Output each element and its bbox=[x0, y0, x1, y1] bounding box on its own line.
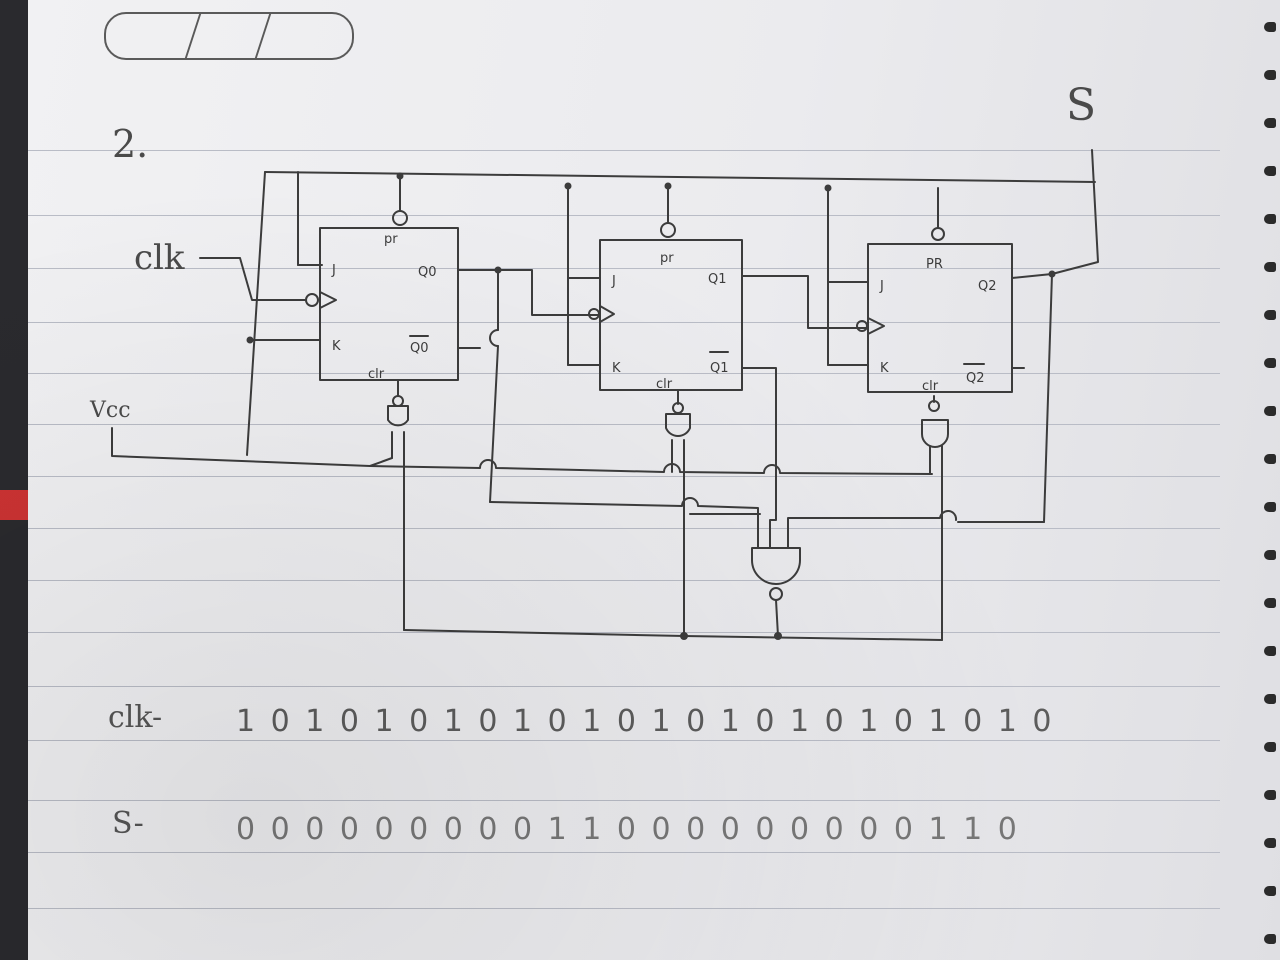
ff0-q-label: Q0 bbox=[418, 265, 437, 280]
ruled-line bbox=[28, 424, 1220, 425]
ff2-j-label: J bbox=[879, 279, 884, 294]
ruled-line bbox=[28, 740, 1220, 741]
ff0-preset-bubble bbox=[392, 210, 408, 226]
ruled-line bbox=[28, 268, 1220, 269]
clock-input-wire bbox=[199, 257, 306, 301]
ff2-q-label: Q2 bbox=[978, 279, 997, 294]
ff0-clock-triangle bbox=[319, 291, 337, 309]
ff1-j-label: J bbox=[611, 274, 616, 289]
output-label: S bbox=[1066, 80, 1097, 131]
ff2-k-label: K bbox=[880, 361, 889, 376]
ruled-line bbox=[28, 322, 1220, 323]
ruled-line bbox=[28, 476, 1220, 477]
clk-sequence-label: clk- bbox=[108, 700, 163, 735]
ff1-clock-triangle bbox=[599, 305, 615, 323]
notebook-tab bbox=[0, 490, 28, 520]
q0-feedback-wire bbox=[489, 497, 759, 549]
q1bar-wire bbox=[741, 367, 777, 549]
q0-output-wire bbox=[457, 269, 601, 316]
preset-bus-wire bbox=[264, 171, 1096, 183]
ff1-preset-label: pr bbox=[660, 251, 674, 266]
left-vertical-wire bbox=[246, 171, 266, 456]
ruled-line bbox=[28, 908, 1220, 909]
ff0-k-label: K bbox=[332, 339, 341, 354]
ff1-preset-bubble bbox=[660, 222, 676, 238]
ff0-qbar-label: Q0 bbox=[410, 341, 429, 356]
flipflop-0-box bbox=[319, 227, 459, 381]
ruled-line bbox=[28, 632, 1220, 633]
ruled-line bbox=[28, 528, 1220, 529]
ruled-line bbox=[28, 852, 1220, 853]
flipflop-1-box bbox=[599, 239, 743, 391]
ruled-line bbox=[28, 686, 1220, 687]
ff0-preset-label: pr bbox=[384, 232, 398, 247]
ff0-clear-label: clr bbox=[368, 367, 385, 382]
s-sequence-values: 0 0 0 0 0 0 0 0 0 1 1 0 0 0 0 0 0 0 0 0 … bbox=[236, 812, 1020, 847]
ff2-clear-gate bbox=[921, 419, 949, 448]
ff1-k-label: K bbox=[612, 361, 621, 376]
ff1-clear-label: clr bbox=[656, 377, 673, 392]
ff2-preset-bubble bbox=[931, 227, 945, 241]
ff0-j-label: J bbox=[331, 263, 336, 278]
clk-sequence-values: 1 0 1 0 1 0 1 0 1 0 1 0 1 0 1 0 1 0 1 0 … bbox=[236, 704, 1055, 739]
vcc-input-label: Vcc bbox=[90, 398, 131, 423]
ruled-line bbox=[28, 373, 1220, 374]
ff1-clear-gate bbox=[665, 413, 691, 437]
ff0-clear-gate bbox=[387, 405, 409, 427]
problem-number: 2. bbox=[112, 122, 149, 166]
q2-output-wire bbox=[1011, 149, 1099, 279]
ruled-line bbox=[28, 215, 1220, 216]
date-field bbox=[104, 12, 354, 60]
vcc-bus bbox=[369, 459, 933, 475]
ff1-qbar-label: Q1 bbox=[710, 361, 729, 376]
ff2-preset-label: PR bbox=[926, 257, 943, 272]
ruled-line bbox=[28, 150, 1220, 151]
s-sequence-label: S- bbox=[112, 806, 144, 841]
vcc-wire bbox=[111, 427, 371, 467]
ff2-clock-triangle bbox=[867, 317, 885, 335]
ff1-q-label: Q1 bbox=[708, 272, 727, 287]
ruled-line bbox=[28, 800, 1220, 801]
clock-input-label: clk bbox=[134, 238, 185, 278]
ruled-line bbox=[28, 580, 1220, 581]
reset-nand-gate bbox=[751, 547, 801, 585]
q1-output-wire bbox=[741, 275, 869, 329]
ff2-qbar-label: Q2 bbox=[966, 371, 985, 386]
ff2-clear-label: clr bbox=[922, 379, 939, 394]
reset-bus bbox=[403, 629, 943, 641]
